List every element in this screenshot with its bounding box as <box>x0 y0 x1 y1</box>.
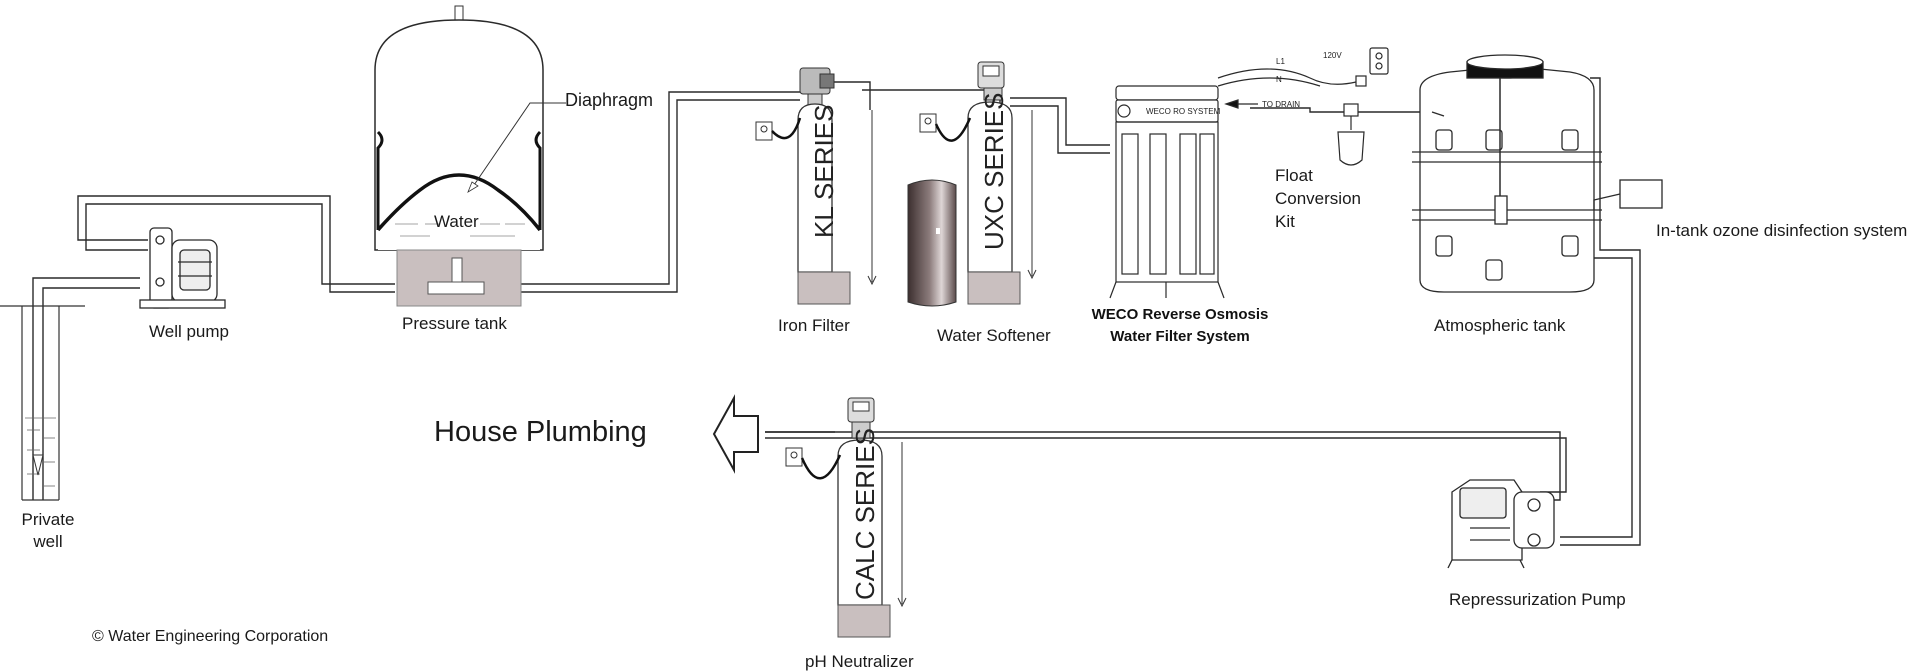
ro-system-label-line2: Water Filter System <box>1110 328 1250 345</box>
volt-text: 120V <box>1323 51 1342 60</box>
private-well-label-line2: well <box>33 532 63 551</box>
repressurization-pump-label: Repressurization Pump <box>1449 590 1626 609</box>
ph-neutralizer-label: pH Neutralizer <box>805 652 914 671</box>
float-kit-label-line1: Float <box>1275 166 1313 185</box>
iron-filter: KL SERIES <box>755 67 877 305</box>
private-well-label-line1: Private <box>21 510 75 529</box>
diaphragm-label: Diaphragm <box>565 90 654 110</box>
private-well <box>0 305 85 501</box>
atmospheric-tank <box>1412 54 1663 293</box>
pressure-tank-label: Pressure tank <box>402 314 507 333</box>
ro-header-text: WECO RO SYSTEM <box>1146 107 1221 116</box>
l1-text: L1 <box>1276 57 1285 66</box>
uxc-series-text: UXC SERIES <box>979 93 1009 251</box>
ro-system: WECO RO SYSTEM TO DRAIN <box>1109 85 1300 299</box>
to-drain-text: TO DRAIN <box>1262 100 1300 109</box>
float-kit-label-line3: Kit <box>1275 212 1295 231</box>
copyright-text: © Water Engineering Corporation <box>92 628 329 645</box>
well-pump-label: Well pump <box>149 322 229 341</box>
repressurization-pump <box>1447 479 1555 569</box>
pressure-tank <box>374 5 566 307</box>
house-plumbing-arrow <box>712 394 759 474</box>
well-pump <box>139 227 226 309</box>
kl-series-text: KL SERIES <box>809 105 839 238</box>
ph-neutralizer: CALC SERIES <box>785 397 907 638</box>
water-softener-label: Water Softener <box>937 326 1051 345</box>
n-text: N <box>1276 75 1282 84</box>
calc-series-text: CALC SERIES <box>850 428 880 600</box>
float-kit: L1 N 120V <box>1217 47 1389 166</box>
water-softener: UXC SERIES <box>907 61 1037 307</box>
iron-filter-label: Iron Filter <box>778 316 850 335</box>
ozone-system-label: In-tank ozone disinfection system <box>1656 221 1908 240</box>
ro-system-label-line1: WECO Reverse Osmosis <box>1091 306 1269 323</box>
float-kit-label-line2: Conversion <box>1275 189 1361 208</box>
atmospheric-tank-label: Atmospheric tank <box>1434 316 1566 335</box>
house-plumbing-label: House Plumbing <box>434 416 647 448</box>
water-label: Water <box>434 212 479 231</box>
